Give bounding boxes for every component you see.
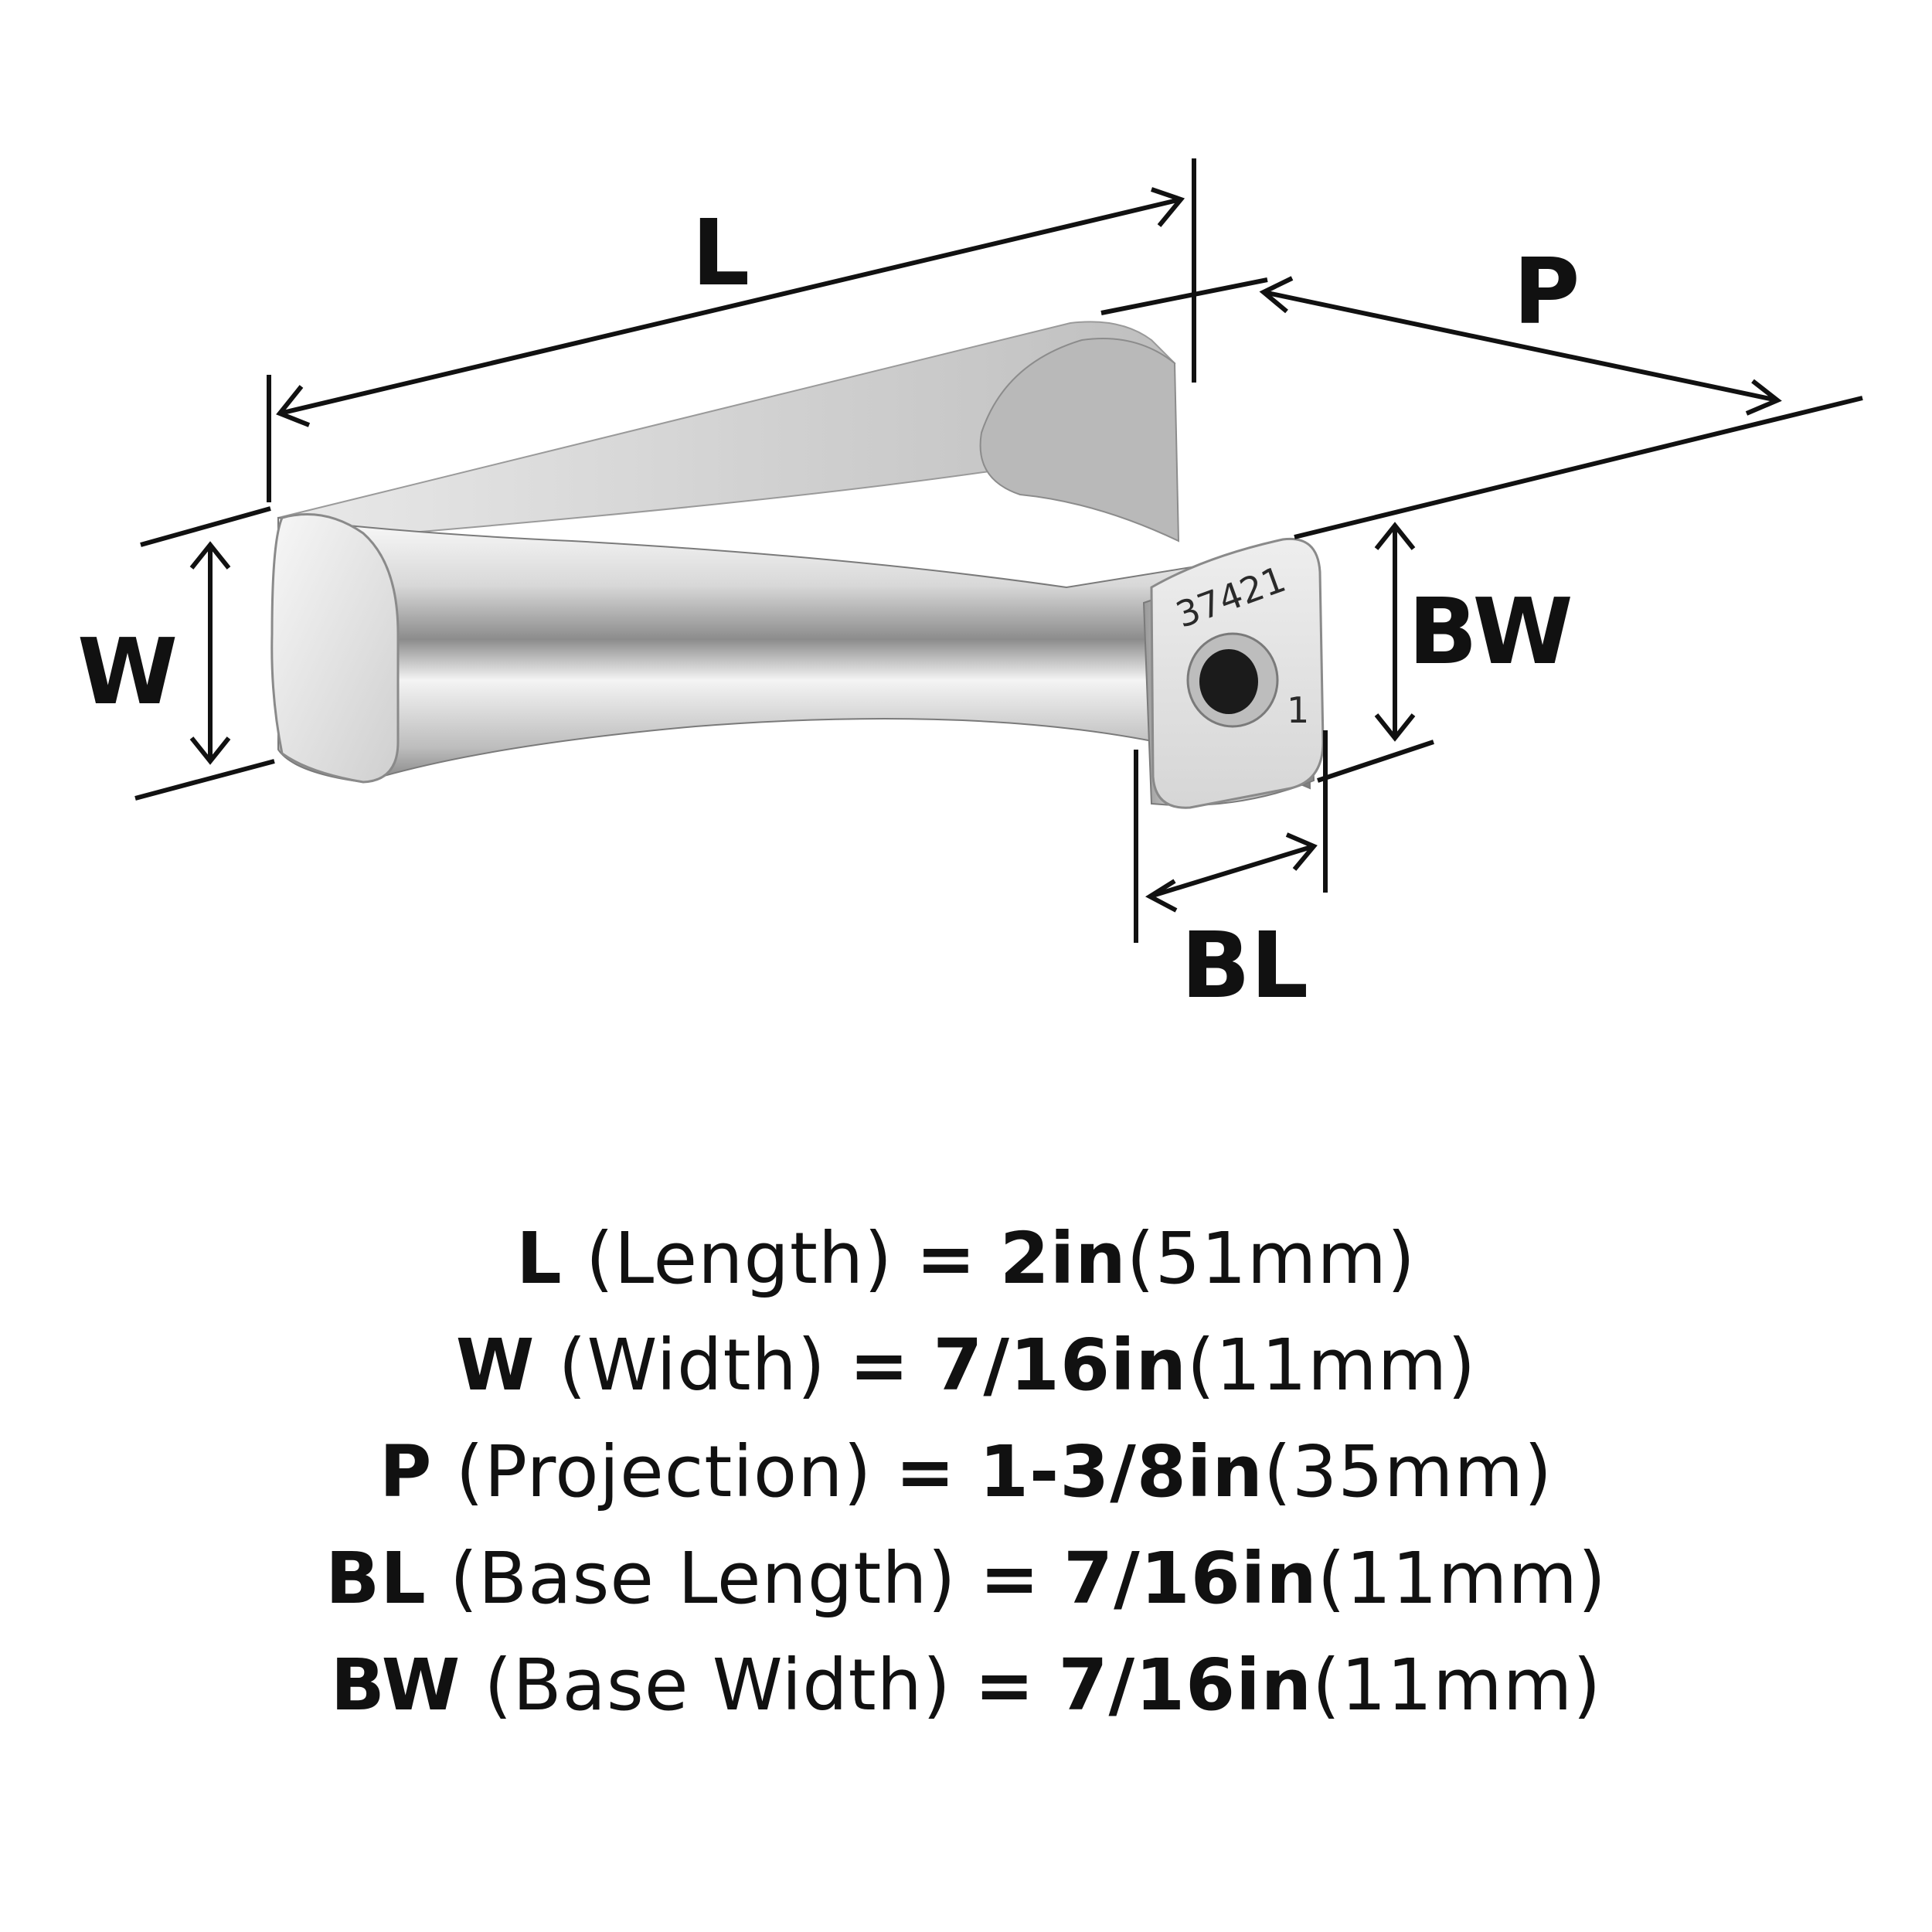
spec-metric: (35mm) (1263, 1430, 1553, 1513)
spec-code: L (516, 1217, 563, 1300)
p-extension-top (1100, 277, 1268, 315)
spec-imperial: 2in (999, 1217, 1127, 1300)
w-extension-bottom (134, 759, 275, 801)
spec-code: BL (325, 1537, 427, 1620)
spec-imperial: 1-3/8in (979, 1430, 1264, 1513)
label-p: P (1513, 238, 1580, 345)
p-dimension-line (1263, 290, 1778, 403)
label-bl: BL (1181, 912, 1308, 1019)
knob-illustration: 37421 1 (270, 321, 1325, 809)
spec-code: P (379, 1430, 433, 1513)
spec-eq: = (979, 1537, 1040, 1620)
l-arrow-left (276, 385, 311, 427)
knob-back-curve (979, 338, 1180, 543)
spec-eq: = (975, 1644, 1036, 1726)
spec-row-projection: P (Projection) = 1-3/8in(35mm) (0, 1419, 1932, 1526)
spec-name: (Width) (558, 1324, 826, 1406)
bl-arrow-left (1145, 879, 1178, 913)
part-mark-stamp: 1 (1287, 689, 1309, 731)
spec-name: (Base Length) (450, 1537, 957, 1620)
spec-eq: = (849, 1324, 910, 1406)
knob-top-face (277, 321, 1176, 535)
dimension-lines (134, 158, 1863, 943)
product-dimension-diagram: 37421 1 L P W BW BL (77, 158, 1863, 1019)
spec-eq: = (916, 1217, 977, 1300)
label-l: L (692, 199, 750, 306)
l-dimension-line (279, 197, 1182, 416)
spec-metric: (11mm) (1312, 1644, 1602, 1726)
spec-row-length: L (Length) = 2in(51mm) (0, 1206, 1932, 1312)
spec-code: W (455, 1324, 536, 1406)
spec-row-base-length: BL (Base Length) = 7/16in(11mm) (0, 1526, 1932, 1632)
bl-dimension-line (1149, 844, 1315, 899)
spec-imperial: 7/16in (933, 1324, 1187, 1406)
spec-name: (Length) (586, 1217, 893, 1300)
p-arrow-right (1745, 379, 1782, 416)
p-extension-bottom (1294, 396, 1863, 539)
label-bw: BW (1408, 578, 1573, 685)
bw-arrow-bottom (1374, 713, 1416, 742)
bl-arrow-right (1285, 832, 1318, 871)
spec-row-width: W (Width) = 7/16in(11mm) (0, 1312, 1932, 1419)
w-extension-top (140, 506, 271, 547)
label-w: W (77, 618, 178, 725)
bw-arrow-top (1374, 522, 1416, 550)
w-arrow-top (189, 541, 231, 570)
spec-name: (Base Width) (484, 1644, 951, 1726)
spec-metric: (11mm) (1317, 1537, 1607, 1620)
spec-name: (Projection) (455, 1430, 872, 1513)
spec-row-base-width: BW (Base Width) = 7/16in(11mm) (0, 1632, 1932, 1739)
spec-metric: (51mm) (1126, 1217, 1416, 1300)
spec-imperial: 7/16in (1063, 1537, 1318, 1620)
spec-imperial: 7/16in (1058, 1644, 1313, 1726)
dimension-spec-list: L (Length) = 2in(51mm) W (Width) = 7/16i… (0, 1206, 1932, 1739)
mounting-hole-inner (1199, 649, 1258, 714)
knob-end-cap (270, 513, 400, 784)
w-arrow-bottom (189, 736, 231, 765)
spec-code: BW (330, 1644, 461, 1726)
l-arrow-right (1151, 187, 1185, 227)
p-arrow-left (1259, 276, 1294, 314)
bw-extension-bottom (1317, 740, 1434, 783)
spec-metric: (11mm) (1187, 1324, 1477, 1406)
spec-eq: = (895, 1430, 956, 1513)
